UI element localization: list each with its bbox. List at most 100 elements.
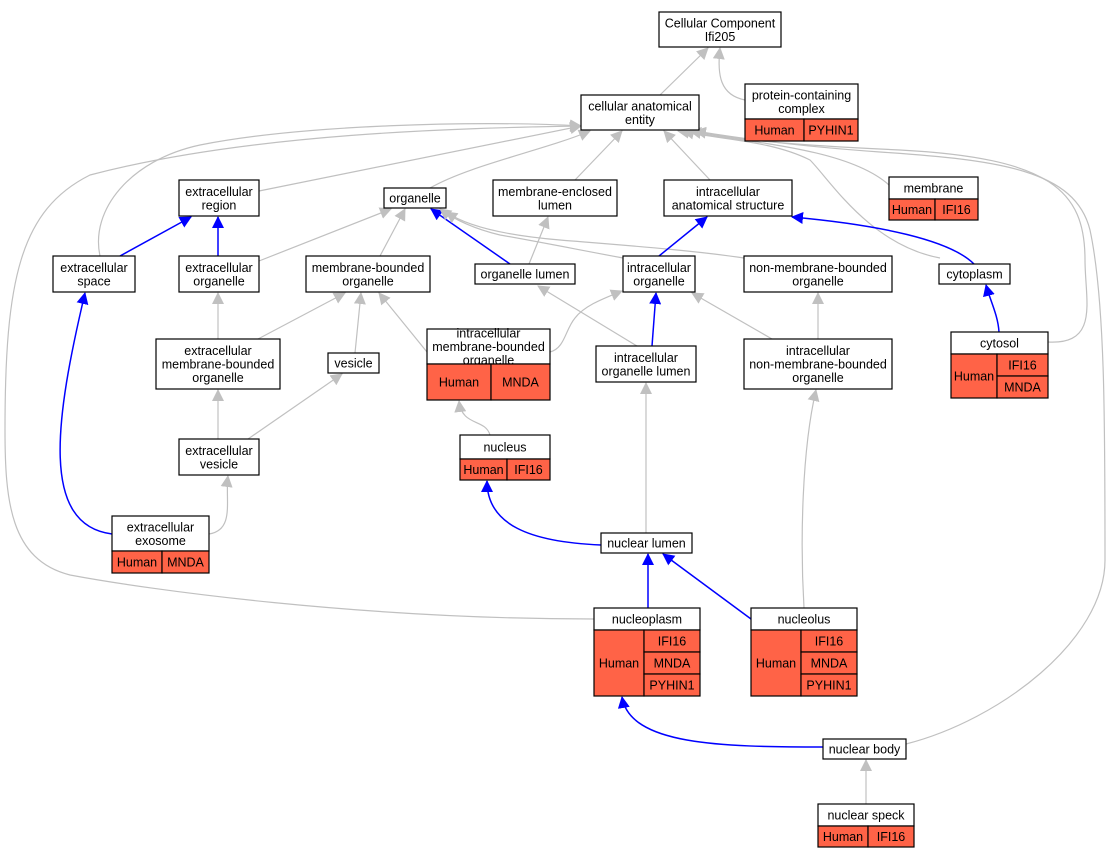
node-intracellular-non-membrane-bounded-organelle[interactable]: intracellularnon-membrane-boundedorganel… <box>743 338 893 390</box>
edge-nucleolus-to-intracellular-non-membrane-bounded-organelle <box>801 389 820 609</box>
node-cytoplasm[interactable]: cytoplasm <box>938 263 1011 285</box>
edge-membrane-bounded-organelle-to-organelle <box>379 208 406 257</box>
edge-cytosol-to-cytoplasm <box>983 284 1000 333</box>
gene-label: MNDA <box>654 657 691 671</box>
edge-intracellular-organelle-to-intracellular-anatomical-structure <box>658 216 708 257</box>
node-label: Cellular Component <box>665 16 776 30</box>
node-organelle-lumen[interactable]: organelle lumen <box>474 263 576 285</box>
node-box <box>383 187 447 209</box>
node-label: nucleoplasm <box>612 613 682 627</box>
node-nuclear-body[interactable]: nuclear body <box>822 738 907 760</box>
node-box <box>822 738 907 760</box>
gene-label: MNDA <box>1004 381 1041 395</box>
node-label: extracellular <box>127 520 194 534</box>
node-organelle[interactable]: organelle <box>383 187 447 209</box>
node-label: intracellular <box>696 185 760 199</box>
species-label: Human <box>754 124 794 138</box>
node-box <box>178 438 260 476</box>
node-label: cytosol <box>980 337 1019 351</box>
node-box <box>744 83 859 120</box>
node-intracellular-membrane-bounded-organelle[interactable]: intracellularmembrane-boundedorganelleHu… <box>426 327 551 401</box>
node-label: organelle <box>389 192 440 206</box>
edge-extracellular-organelle-to-organelle <box>258 207 392 262</box>
edge-layer <box>4 47 1106 804</box>
edge-extracellular-exosome-to-extracellular-vesicle <box>208 475 233 535</box>
node-label: organelle <box>342 274 393 288</box>
edge-intracellular-organelle-lumen-to-organelle-lumen <box>537 285 638 347</box>
node-label: organelle <box>792 274 843 288</box>
edge-nuclear-body-to-cellular-anatomical-entity <box>694 126 1106 745</box>
node-label: Ifi205 <box>705 30 736 44</box>
node-label: extracellular <box>60 261 127 275</box>
node-box <box>111 515 210 552</box>
species-cell <box>593 629 645 697</box>
node-box <box>658 11 782 48</box>
species-label: Human <box>599 657 639 671</box>
node-box <box>178 179 260 217</box>
node-label: organelle lumen <box>481 268 570 282</box>
node-label: nuclear speck <box>827 809 905 823</box>
node-label: complex <box>778 102 825 116</box>
gene-cell <box>803 118 859 142</box>
gene-label: IFI16 <box>658 635 687 649</box>
node-label: organelle lumen <box>602 364 691 378</box>
node-box <box>474 263 576 285</box>
edge-nucleus-to-intracellular-membrane-bounded-organelle <box>454 400 491 436</box>
edge-nucleoplasm-to-cellular-anatomical-entity <box>4 120 595 620</box>
gene-label: MNDA <box>502 376 539 390</box>
node-label: space <box>77 274 110 288</box>
node-box <box>327 352 380 374</box>
node-label: nuclear body <box>829 743 901 757</box>
species-cell <box>426 363 492 401</box>
edge-extracellular-exosome-to-extracellular-space <box>59 292 113 535</box>
node-box <box>663 179 793 217</box>
gene-cell <box>934 198 979 221</box>
node-label: anatomical structure <box>672 198 785 212</box>
node-box <box>426 328 551 365</box>
node-vesicle[interactable]: vesicle <box>327 352 380 374</box>
species-cell <box>950 353 998 399</box>
node-nuclear-lumen[interactable]: nuclear lumen <box>600 532 693 554</box>
node-label: vesicle <box>334 357 372 371</box>
node-label: extracellular <box>185 261 252 275</box>
node-label: membrane-bounded <box>162 358 275 372</box>
gene-cell <box>996 375 1049 399</box>
node-box <box>622 255 696 293</box>
node-label: entity <box>625 113 656 127</box>
edge-nucleolus-to-nuclear-lumen <box>662 553 752 620</box>
node-label: extracellular <box>184 344 251 358</box>
gene-label: IFI16 <box>815 635 844 649</box>
node-label: vesicle <box>200 457 238 471</box>
node-label: cellular anatomical <box>588 99 692 113</box>
node-label: intracellular <box>457 327 521 341</box>
edge-extracellular-space-to-cellular-anatomical-entity <box>98 119 582 257</box>
node-label: organelle <box>633 274 684 288</box>
